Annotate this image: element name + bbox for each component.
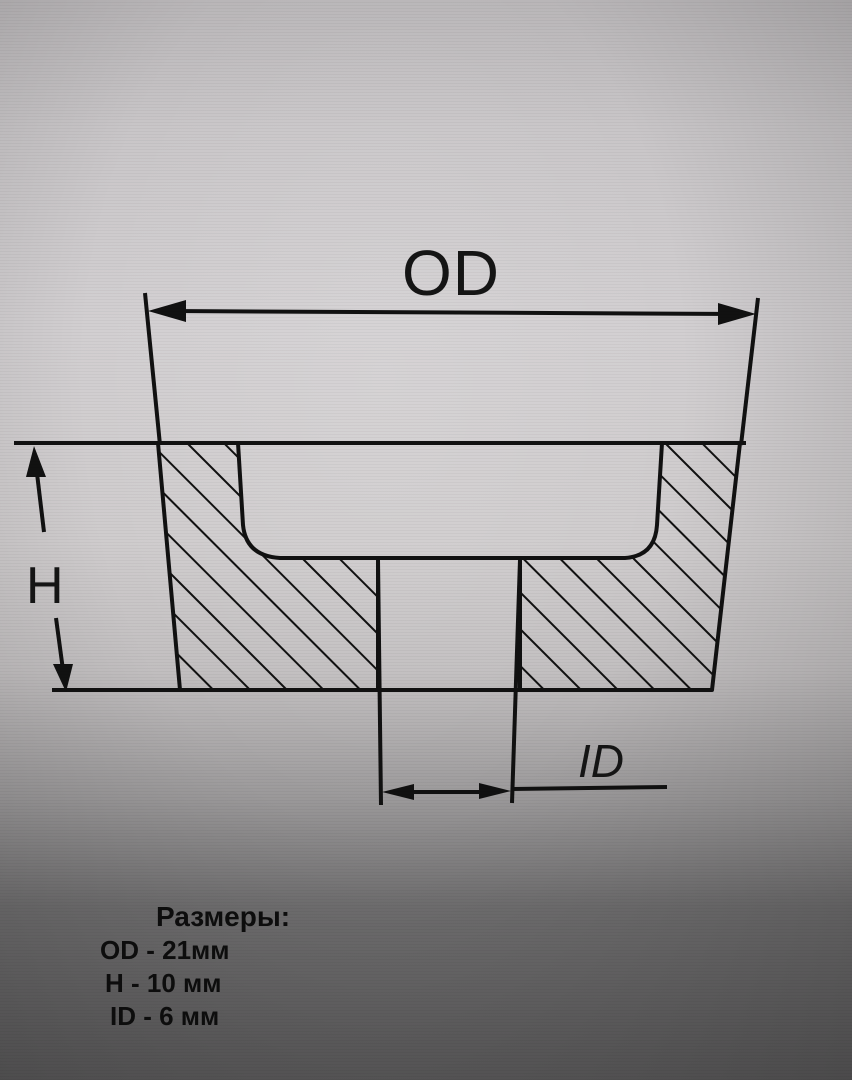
- id-extension-left: [376, 559, 383, 806]
- h-dimension-label: H: [26, 557, 64, 615]
- spec-row-od: OD - 21мм: [100, 935, 230, 965]
- od-dimension-label: OD: [402, 237, 500, 309]
- od-extension-right: [739, 297, 760, 446]
- spec-title: Размеры:: [156, 901, 291, 932]
- od-dimension-arrow: [148, 300, 756, 325]
- id-dimension-arrow: [382, 783, 668, 800]
- spec-row-h: H - 10 мм: [105, 968, 222, 998]
- h-dimension-arrow: [26, 446, 73, 692]
- id-dimension-label: ID: [578, 735, 624, 787]
- section-left: [156, 442, 380, 692]
- section-right: [518, 442, 742, 692]
- dimensions-spec-list: Размеры: OD - 21мм H - 10 мм ID - 6 мм: [100, 900, 290, 1033]
- od-extension-left: [143, 292, 162, 446]
- spec-row-id: ID - 6 мм: [110, 1001, 220, 1031]
- id-extension-right: [510, 559, 522, 804]
